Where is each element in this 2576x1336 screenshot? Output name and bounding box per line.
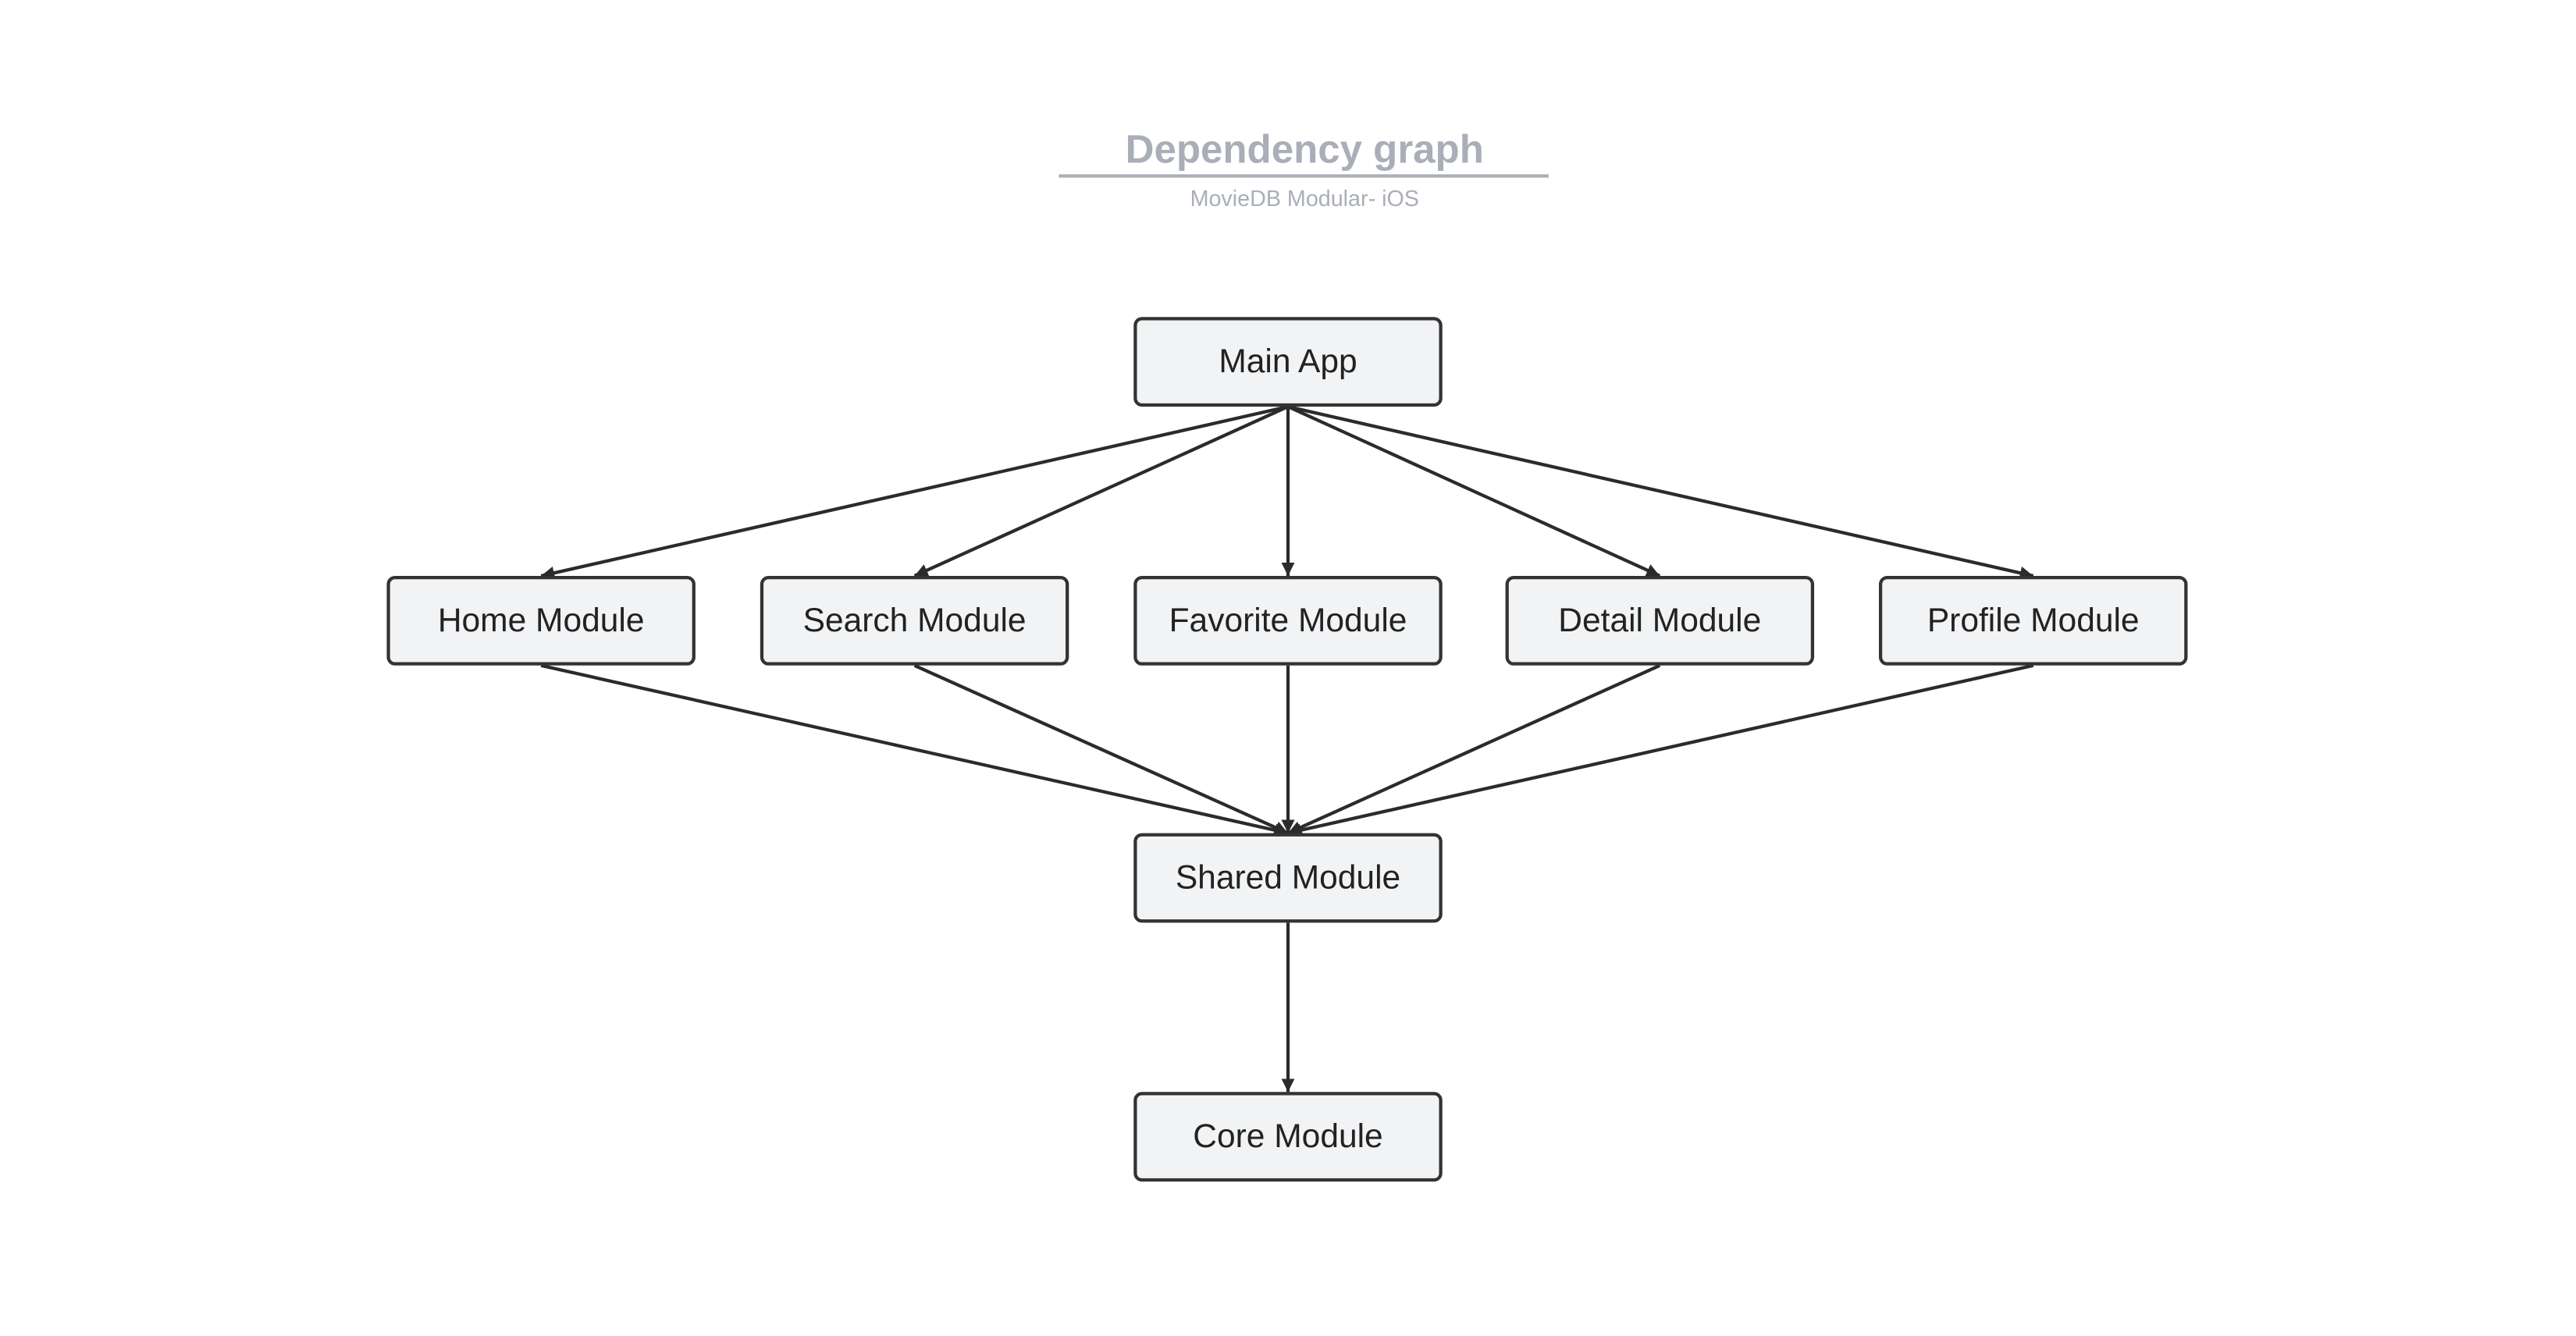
node-core[interactable]: Core Module	[1133, 1092, 1443, 1182]
node-label: Shared Module	[1176, 859, 1400, 896]
node-favorite[interactable]: Favorite Module	[1133, 575, 1443, 666]
edge-search-to-shared	[913, 663, 1289, 835]
node-box	[760, 575, 1069, 666]
diagram-title: Dependency graph	[1126, 127, 1484, 172]
node-label: Search Module	[803, 602, 1026, 639]
edge-main-to-home	[540, 405, 1289, 580]
edge-main-to-search	[913, 405, 1289, 577]
node-home[interactable]: Home Module	[386, 575, 696, 666]
node-label: Favorite Module	[1169, 602, 1407, 639]
node-label: Core Module	[1193, 1118, 1382, 1155]
node-label: Profile Module	[1927, 602, 2140, 639]
edge-detail-to-shared	[1287, 663, 1661, 835]
node-label: Detail Module	[1558, 602, 1761, 639]
node-box	[1878, 575, 2188, 666]
edge-main-to-profile	[1287, 405, 2034, 580]
node-label: Main App	[1219, 343, 1357, 380]
edge-main-to-detail	[1287, 405, 1661, 577]
node-box	[1133, 575, 1443, 666]
edge-profile-to-shared	[1287, 663, 2034, 837]
node-box	[1133, 833, 1443, 923]
node-box	[1133, 1092, 1443, 1182]
node-shared[interactable]: Shared Module	[1133, 833, 1443, 923]
node-search[interactable]: Search Module	[760, 575, 1069, 666]
node-box	[386, 575, 696, 666]
diagram-subtitle: MovieDB Modular- iOS	[1190, 187, 1419, 211]
node-profile[interactable]: Profile Module	[1878, 575, 2188, 666]
node-box	[1133, 317, 1443, 407]
node-main[interactable]: Main App	[1133, 317, 1443, 407]
edges	[540, 405, 2034, 1093]
node-box	[1505, 575, 1815, 666]
node-label: Home Module	[438, 602, 645, 639]
edge-home-to-shared	[540, 663, 1289, 837]
node-detail[interactable]: Detail Module	[1505, 575, 1815, 666]
